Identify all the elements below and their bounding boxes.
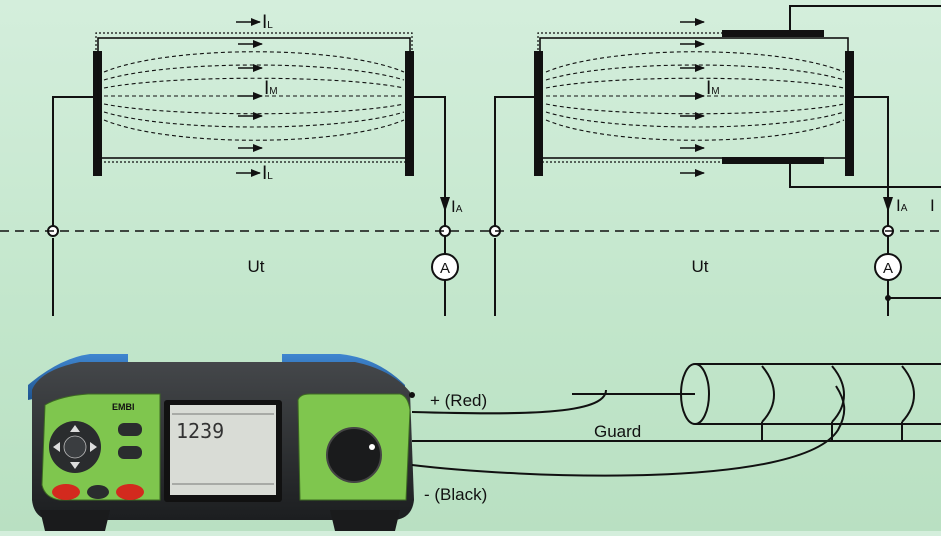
guard-junction-dot: [885, 295, 891, 301]
cable-screen-ring: [761, 365, 775, 423]
lead-socket: [409, 392, 415, 398]
lead-positive: [411, 389, 607, 415]
left-leakage-top-label: I: [262, 12, 267, 33]
lcd-screen: [170, 405, 276, 495]
navigation-pad-center[interactable]: [63, 435, 87, 459]
left-leakage-top-sub: L: [267, 20, 273, 31]
right-wiring: [494, 5, 941, 316]
sample-body: [539, 37, 849, 159]
rotary-selector[interactable]: [326, 427, 382, 483]
left-leakage-bottom-label: I: [262, 163, 267, 184]
arrow-up-icon[interactable]: [70, 425, 80, 432]
leakage-path-bottom: [537, 158, 722, 163]
left-measured-sub: M: [269, 86, 277, 97]
test-leads: [411, 385, 941, 477]
rotary-selector-indicator: [369, 444, 375, 450]
svg-text:IM: IM: [706, 78, 720, 99]
right-guard-current-label: I: [930, 196, 935, 215]
leakage-path-top: [537, 32, 722, 54]
key-button[interactable]: [118, 423, 142, 436]
left-ammeter-symbol: A: [440, 260, 450, 277]
lead-negative-label: - (Black): [424, 485, 487, 504]
cable-sample: [680, 363, 941, 425]
guard-ring-top: [722, 30, 824, 37]
leakage-path-bottom: [95, 158, 413, 163]
left-wiring: [52, 96, 446, 316]
svg-text:IA: IA: [451, 197, 463, 216]
svg-text:IL: IL: [262, 163, 273, 184]
left-circuit: IL IM IL IA A Ut: [47, 12, 463, 316]
right-voltage-label: Ut: [692, 257, 709, 276]
right-measured-sub: M: [711, 86, 719, 97]
cable-screen-ring: [901, 365, 915, 423]
measured-current-arrows: [680, 18, 705, 177]
insulation-tester: EMBI 1239: [28, 354, 415, 531]
measured-current-arrows: [238, 40, 263, 152]
arrow-right-icon[interactable]: [90, 442, 97, 452]
black-button[interactable]: [87, 485, 109, 499]
ammeter-icon: [431, 253, 459, 281]
left-plate: [534, 51, 543, 176]
ammeter-current-arrow: [883, 197, 893, 212]
right-ammeter-current-sub: A: [901, 203, 908, 214]
key-button[interactable]: [118, 446, 142, 459]
cable-screen-ring: [831, 365, 845, 423]
left-measured-label: I: [264, 78, 269, 99]
guard-ring-bottom: [722, 157, 824, 164]
arrow-left-icon[interactable]: [53, 442, 60, 452]
ammeter-icon: [874, 253, 902, 281]
svg-text:IA: IA: [896, 196, 908, 215]
left-voltage-label: Ut: [248, 257, 265, 276]
sample-body: [97, 37, 411, 159]
tester-feet: [40, 510, 400, 531]
lead-guard-label: Guard: [594, 422, 641, 441]
right-measured-label: I: [706, 78, 711, 99]
right-plate: [845, 51, 854, 176]
red-button[interactable]: [116, 484, 144, 500]
left-ammeter-current-sub: A: [456, 204, 463, 215]
brand-label: EMBI: [112, 402, 135, 412]
lead-positive-label: + (Red): [430, 391, 487, 410]
red-button[interactable]: [52, 484, 80, 500]
right-ammeter-symbol: A: [883, 260, 893, 277]
left-ammeter-current-label: I: [451, 197, 456, 216]
right-circuit: IM IA I A Ut: [489, 5, 941, 316]
svg-text:IL: IL: [262, 12, 273, 33]
svg-text:IM: IM: [264, 78, 278, 99]
ammeter-current-arrow: [440, 197, 450, 212]
lcd-reading: 1239: [176, 419, 224, 443]
field-lines: [545, 51, 845, 141]
right-ammeter-current-label: I: [896, 196, 901, 215]
left-leakage-bottom-sub: L: [267, 171, 273, 182]
lead-negative: [411, 385, 846, 477]
arrow-down-icon[interactable]: [70, 462, 80, 469]
